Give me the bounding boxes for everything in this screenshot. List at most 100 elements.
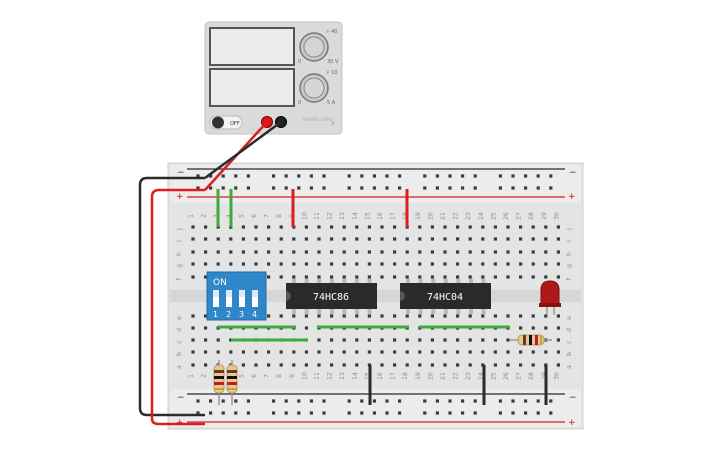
terminal-hole[interactable]	[506, 225, 510, 229]
terminal-hole[interactable]	[292, 350, 296, 354]
rail-hole[interactable]	[309, 174, 313, 178]
terminal-hole[interactable]	[367, 225, 371, 229]
terminal-hole[interactable]	[317, 262, 321, 266]
terminal-hole[interactable]	[393, 250, 397, 254]
rail-hole[interactable]	[272, 174, 276, 178]
terminal-hole[interactable]	[430, 225, 434, 229]
terminal-hole[interactable]	[380, 225, 384, 229]
terminal-hole[interactable]	[418, 250, 422, 254]
rail-hole[interactable]	[297, 186, 301, 190]
led[interactable]	[539, 280, 561, 315]
terminal-hole[interactable]	[493, 275, 497, 279]
terminal-hole[interactable]	[229, 237, 233, 241]
terminal-hole[interactable]	[191, 350, 195, 354]
ic-74hc86[interactable]: 74HC86	[286, 279, 377, 314]
rail-hole[interactable]	[423, 186, 427, 190]
dip-switch-toggle-1[interactable]	[213, 290, 219, 307]
terminal-hole[interactable]	[355, 350, 359, 354]
resistor-led[interactable]	[510, 334, 552, 346]
terminal-hole[interactable]	[304, 326, 308, 330]
terminal-hole[interactable]	[456, 250, 460, 254]
terminal-hole[interactable]	[556, 326, 560, 330]
rail-hole[interactable]	[511, 411, 515, 415]
terminal-hole[interactable]	[405, 314, 409, 318]
terminal-hole[interactable]	[506, 338, 510, 342]
terminal-hole[interactable]	[279, 350, 283, 354]
terminal-hole[interactable]	[292, 237, 296, 241]
terminal-hole[interactable]	[367, 275, 371, 279]
rail-hole[interactable]	[372, 399, 376, 403]
terminal-hole[interactable]	[430, 314, 434, 318]
rail-hole[interactable]	[385, 411, 389, 415]
terminal-hole[interactable]	[468, 237, 472, 241]
terminal-hole[interactable]	[456, 225, 460, 229]
rail-hole[interactable]	[524, 411, 528, 415]
terminal-hole[interactable]	[355, 314, 359, 318]
terminal-hole[interactable]	[279, 314, 283, 318]
terminal-hole[interactable]	[468, 338, 472, 342]
terminal-hole[interactable]	[204, 363, 208, 367]
terminal-hole[interactable]	[430, 262, 434, 266]
rail-hole[interactable]	[297, 411, 301, 415]
terminal-hole[interactable]	[481, 237, 485, 241]
terminal-hole[interactable]	[393, 350, 397, 354]
terminal-hole[interactable]	[330, 225, 334, 229]
terminal-hole[interactable]	[443, 314, 447, 318]
terminal-hole[interactable]	[519, 262, 523, 266]
terminal-hole[interactable]	[544, 262, 548, 266]
rail-hole[interactable]	[461, 399, 465, 403]
dip-switch-toggle-4[interactable]	[252, 290, 258, 307]
rail-hole[interactable]	[511, 174, 515, 178]
rail-hole[interactable]	[272, 399, 276, 403]
terminal-hole[interactable]	[393, 262, 397, 266]
rail-hole[interactable]	[372, 411, 376, 415]
power-switch-toggle[interactable]	[212, 116, 224, 129]
rail-hole[interactable]	[209, 411, 213, 415]
terminal-hole[interactable]	[556, 262, 560, 266]
rail-hole[interactable]	[347, 174, 351, 178]
rail-hole[interactable]	[322, 174, 326, 178]
terminal-hole[interactable]	[204, 326, 208, 330]
rail-hole[interactable]	[372, 174, 376, 178]
rail-hole[interactable]	[284, 186, 288, 190]
rail-hole[interactable]	[524, 399, 528, 403]
rail-hole[interactable]	[309, 399, 313, 403]
terminal-hole[interactable]	[229, 262, 233, 266]
wire-supply-negative[interactable]	[204, 120, 282, 180]
terminal-hole[interactable]	[191, 262, 195, 266]
rail-hole[interactable]	[536, 399, 540, 403]
terminal-hole[interactable]	[468, 363, 472, 367]
terminal-hole[interactable]	[355, 363, 359, 367]
terminal-hole[interactable]	[380, 237, 384, 241]
terminal-hole[interactable]	[481, 314, 485, 318]
terminal-hole[interactable]	[430, 338, 434, 342]
terminal-hole[interactable]	[342, 314, 346, 318]
terminal-hole[interactable]	[506, 363, 510, 367]
terminal-hole[interactable]	[254, 237, 258, 241]
terminal-hole[interactable]	[481, 338, 485, 342]
terminal-hole[interactable]	[241, 350, 245, 354]
terminal-hole[interactable]	[544, 250, 548, 254]
terminal-hole[interactable]	[531, 326, 535, 330]
terminal-hole[interactable]	[468, 262, 472, 266]
terminal-hole[interactable]	[531, 225, 535, 229]
terminal-hole[interactable]	[456, 262, 460, 266]
rail-hole[interactable]	[221, 174, 225, 178]
terminal-hole[interactable]	[342, 250, 346, 254]
rail-hole[interactable]	[435, 399, 439, 403]
terminal-hole[interactable]	[367, 314, 371, 318]
rail-hole[interactable]	[448, 186, 452, 190]
terminal-hole[interactable]	[468, 314, 472, 318]
terminal-hole[interactable]	[556, 250, 560, 254]
rail-hole[interactable]	[246, 186, 250, 190]
terminal-hole[interactable]	[304, 262, 308, 266]
rail-hole[interactable]	[398, 399, 402, 403]
terminal-hole[interactable]	[430, 275, 434, 279]
rail-hole[interactable]	[196, 399, 200, 403]
terminal-hole[interactable]	[216, 338, 220, 342]
rail-hole[interactable]	[297, 399, 301, 403]
rail-hole[interactable]	[398, 186, 402, 190]
terminal-hole[interactable]	[216, 250, 220, 254]
terminal-hole[interactable]	[481, 250, 485, 254]
terminal-hole[interactable]	[393, 314, 397, 318]
